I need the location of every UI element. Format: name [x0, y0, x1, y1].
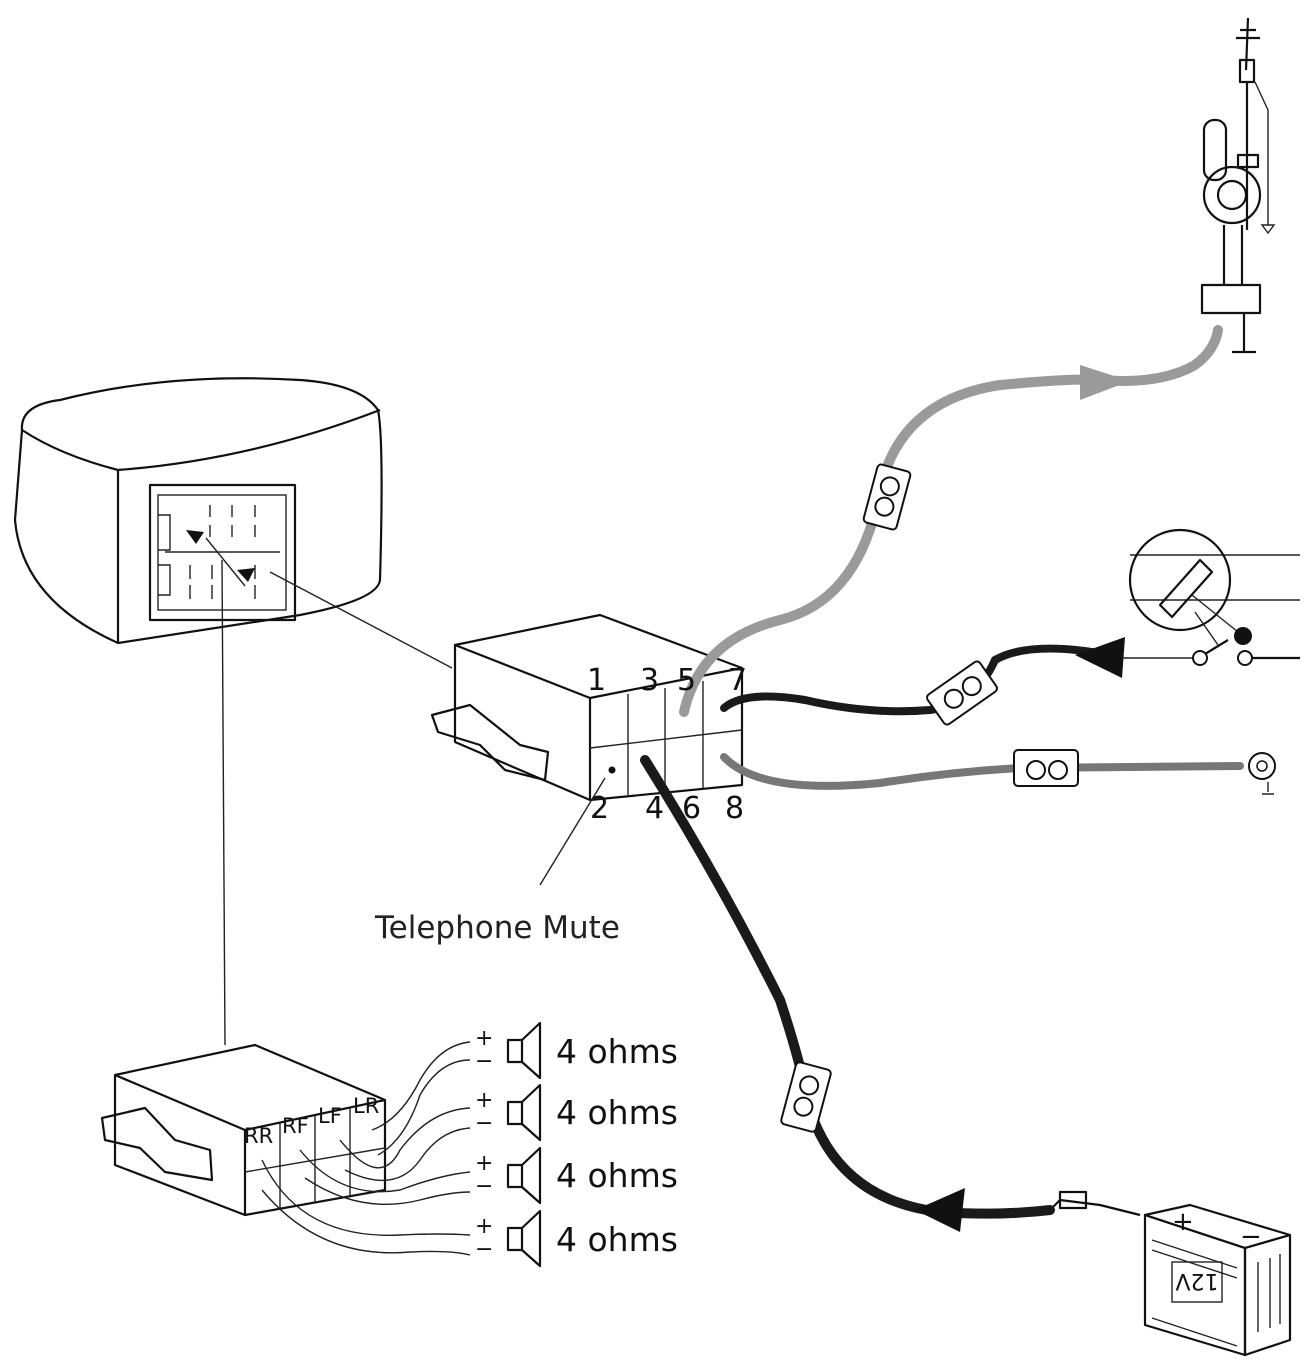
pin-7-label: 7 — [728, 663, 747, 698]
speaker-connector-block — [100, 1043, 387, 1217]
speaker-1: + − 4 ohms — [475, 1026, 678, 1074]
speaker-1-minus: − — [475, 1049, 493, 1074]
speaker-channel-labels: RR RF LF LR — [244, 1094, 379, 1148]
speaker-2: + − 4 ohms — [475, 1088, 678, 1136]
channel-rf-label: RF — [282, 1114, 309, 1138]
speaker-4-plus: + — [475, 1214, 493, 1239]
channel-lf-label: LF — [318, 1104, 342, 1128]
ignition-switch-icon — [1128, 528, 1300, 666]
battery-cable — [640, 755, 1055, 1219]
mute-pin-dot — [608, 766, 616, 774]
speaker-3-plus: + — [475, 1151, 493, 1176]
ground-cable — [720, 753, 1244, 790]
channel-rr-label: RR — [244, 1124, 273, 1148]
head-unit — [13, 377, 383, 645]
speaker-2-impedance: 4 ohms — [556, 1093, 678, 1132]
ignition-arrow-icon — [1075, 637, 1125, 678]
pin-8-label: 8 — [725, 791, 744, 826]
speaker-harness-pointer — [221, 559, 226, 1046]
speaker-icons — [506, 1021, 542, 1268]
pin-numbers-top: 1 3 5 7 — [587, 663, 747, 698]
battery-voltage: 12V — [1175, 1268, 1218, 1293]
speaker-1-plus: + — [475, 1026, 493, 1051]
pin-1-label: 1 — [587, 663, 606, 698]
power-connector-block — [430, 613, 744, 802]
speaker-3: + − 4 ohms — [475, 1151, 678, 1199]
pin-numbers-bottom: 2 4 6 8 — [590, 791, 744, 826]
battery-arrow-icon — [915, 1188, 965, 1232]
speaker-4: + − 4 ohms — [475, 1214, 678, 1262]
channel-lr-label: LR — [353, 1094, 379, 1118]
speaker-4-minus: − — [475, 1237, 493, 1262]
battery-icon — [1049, 1190, 1292, 1357]
ground-terminal-icon — [1248, 752, 1276, 795]
antenna-icon — [1200, 17, 1276, 354]
battery-plus: + — [1172, 1207, 1194, 1237]
speaker-wires — [261, 1041, 471, 1256]
speaker-3-impedance: 4 ohms — [556, 1156, 678, 1195]
telephone-mute-leader — [539, 777, 606, 886]
cables — [640, 325, 1244, 1232]
pin-3-label: 3 — [640, 663, 659, 698]
speaker-2-minus: − — [475, 1111, 493, 1136]
ignition-cable — [720, 644, 1114, 716]
speaker-1-impedance: 4 ohms — [556, 1032, 678, 1071]
speaker-2-plus: + — [475, 1088, 493, 1113]
telephone-mute-label: Telephone Mute — [374, 910, 620, 946]
battery-minus: − — [1240, 1222, 1262, 1252]
antenna-arrow-icon — [1080, 365, 1130, 400]
pin-4-label: 4 — [645, 791, 664, 826]
speaker-3-minus: − — [475, 1174, 493, 1199]
power-harness-pointer — [269, 571, 453, 669]
pin-6-label: 6 — [682, 791, 701, 826]
speaker-4-impedance: 4 ohms — [556, 1220, 678, 1259]
inline-connectors — [780, 463, 1079, 1133]
pin-5-label: 5 — [677, 663, 696, 698]
pin-2-label: 2 — [590, 791, 609, 826]
